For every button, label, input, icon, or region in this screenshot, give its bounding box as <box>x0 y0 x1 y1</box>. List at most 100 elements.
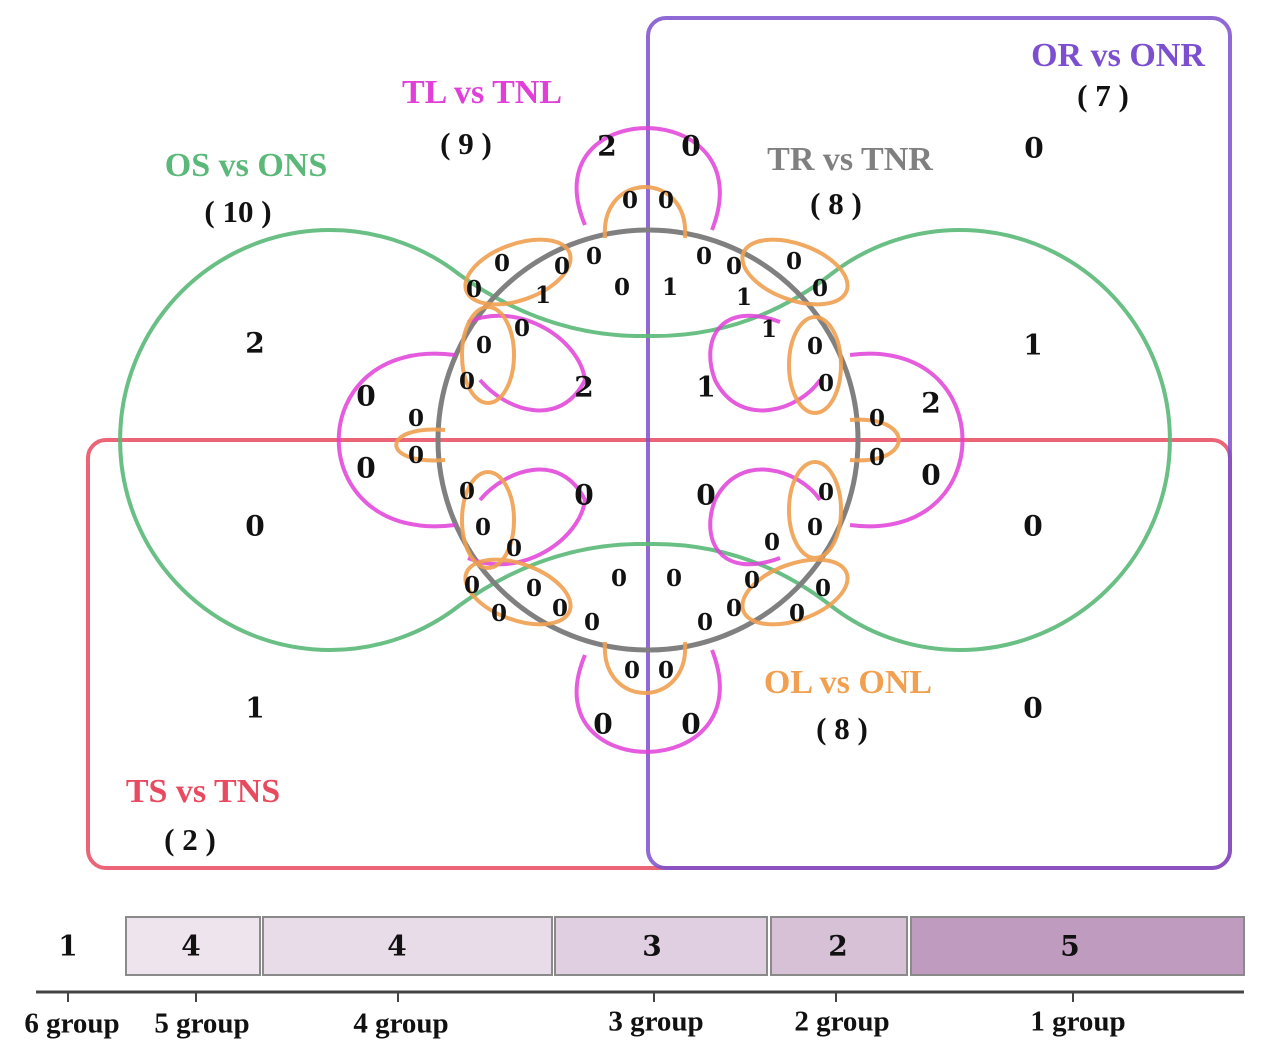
tr-set-title: TR vs TNR <box>767 141 933 178</box>
bar-count-2-group: 2 <box>828 930 847 963</box>
bar-count-4-group: 4 <box>387 930 406 963</box>
region-value: 0 <box>408 442 424 469</box>
region-value: 0 <box>554 253 570 280</box>
region-value: 0 <box>408 405 424 432</box>
region-value: 0 <box>514 315 530 342</box>
region-value: 0 <box>526 575 542 602</box>
axis-label-4-group: 4 group <box>353 1008 448 1040</box>
axis-label-6-group: 6 group <box>24 1008 119 1040</box>
region-value: 0 <box>869 405 885 432</box>
region-value: 0 <box>658 187 674 214</box>
region-value: 0 <box>807 333 823 360</box>
ts-set-count: ( 2 ) <box>164 822 216 857</box>
region-value: 0 <box>593 708 612 741</box>
bar-segment-6-group <box>30 917 124 975</box>
region-value: 0 <box>466 276 482 303</box>
region-value: 0 <box>697 609 713 636</box>
or-set-title: OR vs ONR <box>1031 37 1205 74</box>
region-value: 0 <box>658 657 674 684</box>
bar-segment-2-group <box>770 916 908 976</box>
region-value: 0 <box>491 600 507 627</box>
region-value: 0 <box>726 595 742 622</box>
bar-segment-5-group <box>125 916 261 976</box>
bar-segment-1-group <box>910 916 1245 976</box>
region-value: 0 <box>624 657 640 684</box>
region-value: 0 <box>614 274 630 301</box>
region-value: 0 <box>611 565 627 592</box>
os-set-count: ( 10 ) <box>204 194 271 229</box>
region-value: 0 <box>786 248 802 275</box>
region-value: 0 <box>586 243 602 270</box>
tr-set-circle <box>435 227 861 653</box>
ol-set-shape <box>394 185 901 695</box>
group-summary-bar: 1 4 4 3 2 5 6 group 5 group 4 group 3 gr… <box>24 916 1245 1040</box>
region-value: 0 <box>921 459 940 492</box>
region-value: 0 <box>681 130 700 163</box>
region-value: 0 <box>356 452 375 485</box>
region-value: 0 <box>356 380 375 413</box>
region-value: 1 <box>736 284 752 311</box>
axis-label-1-group: 1 group <box>1030 1006 1125 1038</box>
os-set-shape <box>118 228 1172 652</box>
region-value: 0 <box>807 514 823 541</box>
axis-label-5-group: 5 group <box>154 1008 249 1040</box>
region-value: 0 <box>574 479 593 512</box>
ts-set-title: TS vs TNS <box>126 773 280 810</box>
ol-set-count: ( 8 ) <box>816 711 868 746</box>
or-set-count: ( 7 ) <box>1077 78 1129 113</box>
tl-set-count: ( 9 ) <box>440 126 492 161</box>
ol-set-title: OL vs ONL <box>764 664 932 701</box>
region-value: 0 <box>506 535 522 562</box>
axis-label-2-group: 2 group <box>794 1006 889 1038</box>
region-value: 0 <box>1024 132 1043 165</box>
region-value: 0 <box>459 478 475 505</box>
os-set-title: OS vs ONS <box>165 147 328 184</box>
region-value: 0 <box>476 332 492 359</box>
region-value: 0 <box>815 575 831 602</box>
bar-count-6-group: 1 <box>58 930 77 963</box>
bar-count-3-group: 3 <box>642 930 661 963</box>
region-value: 0 <box>622 187 638 214</box>
or-set-rectangle <box>646 16 1232 870</box>
region-value: 0 <box>818 479 834 506</box>
region-value: 1 <box>696 371 715 404</box>
bar-segment-3-group <box>554 916 768 976</box>
region-values: 2 0 0 0 0 0 0 0 0 0 0 1 1 0 0 0 1 0 0 1 … <box>245 130 1043 741</box>
axis-label-3-group: 3 group <box>608 1006 703 1038</box>
bar-count-5-group: 4 <box>181 930 200 963</box>
bar-segment-4-group <box>262 916 553 976</box>
region-value: 0 <box>584 609 600 636</box>
region-value: 0 <box>552 595 568 622</box>
tl-set-title: TL vs TNL <box>402 74 562 111</box>
region-value: 0 <box>475 514 491 541</box>
region-value: 0 <box>818 370 834 397</box>
region-value: 0 <box>245 510 264 543</box>
region-value: 2 <box>574 371 593 404</box>
region-value: 0 <box>726 253 742 280</box>
tr-set-count: ( 8 ) <box>810 186 862 221</box>
bar-count-1-group: 5 <box>1060 930 1079 963</box>
region-value: 1 <box>662 274 678 301</box>
region-value: 0 <box>744 567 760 594</box>
region-value: 1 <box>761 316 777 343</box>
region-value: 0 <box>494 250 510 277</box>
region-value: 0 <box>869 444 885 471</box>
region-value: 2 <box>245 327 264 360</box>
region-value: 0 <box>789 600 805 627</box>
region-value: 0 <box>681 708 700 741</box>
region-value: 0 <box>464 572 480 599</box>
region-value: 0 <box>764 529 780 556</box>
region-value: 0 <box>696 479 715 512</box>
region-value: 0 <box>666 565 682 592</box>
region-value: 0 <box>459 368 475 395</box>
region-value: 0 <box>1023 510 1042 543</box>
region-value: 0 <box>812 275 828 302</box>
region-value: 1 <box>245 692 264 725</box>
region-value: 0 <box>1023 692 1042 725</box>
region-value: 0 <box>696 243 712 270</box>
region-value: 1 <box>535 282 551 309</box>
region-value: 2 <box>597 130 616 163</box>
region-value: 1 <box>1023 329 1042 362</box>
region-value: 2 <box>921 387 940 420</box>
